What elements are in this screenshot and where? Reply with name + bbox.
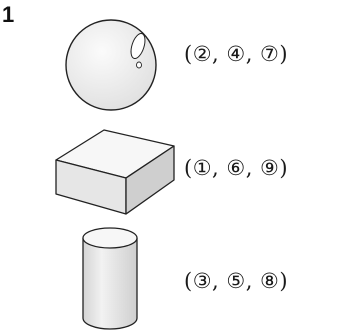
problem-number: 1 <box>2 2 15 27</box>
cylinder-icon <box>80 226 140 332</box>
sphere-icon <box>62 16 160 114</box>
box-answer: (①, ⑥, ⑨) <box>184 156 289 180</box>
cylinder-answer: (③, ⑤, ⑧) <box>184 269 289 293</box>
sphere-answer: (②, ④, ⑦) <box>184 42 289 66</box>
rectangular-box-icon <box>54 128 178 218</box>
